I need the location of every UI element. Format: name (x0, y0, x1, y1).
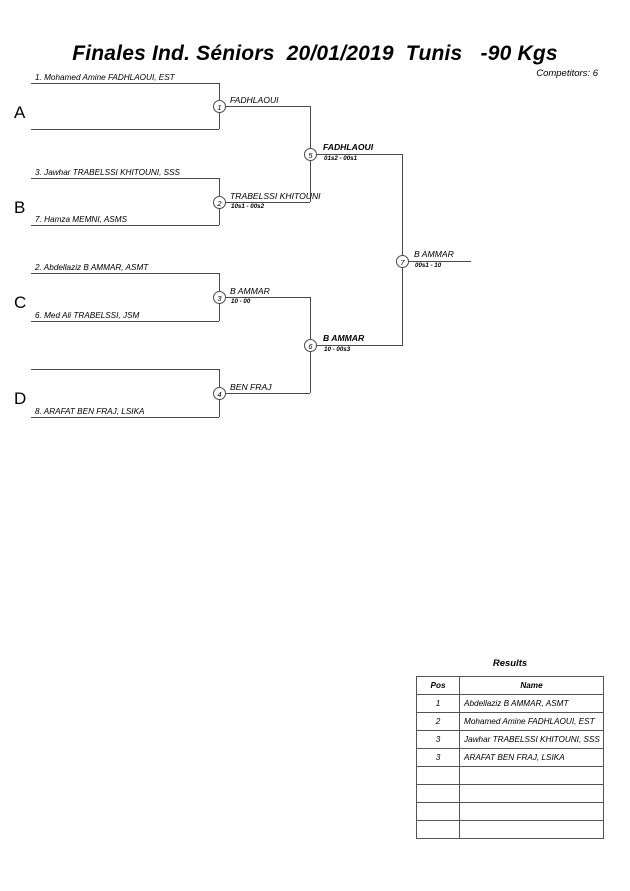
entrant-label-8: 8. ARAFAT BEN FRAJ, LSIKA (35, 407, 145, 416)
result-pos: 3 (416, 748, 460, 767)
table-row: 1 Abdellaziz B AMMAR, ASMT (416, 694, 604, 713)
winner-line-m4 (225, 393, 310, 394)
match-node-5[interactable]: 5 (304, 148, 317, 161)
group-letter-b: B (14, 198, 26, 217)
entrant-label-4: 7. Hamza MEMNI, ASMS (35, 215, 128, 224)
match-winner-2: TRABELSSI KHITOUNI (230, 191, 321, 201)
match-winner-3: B AMMAR (230, 286, 270, 296)
match-score-2: 10s1 - 00s2 (231, 203, 265, 210)
results-col-name: Name (459, 676, 604, 695)
entrant-label-5: 2. Abdellaziz B AMMAR, ASMT (35, 263, 149, 272)
entry-line-4 (31, 225, 219, 226)
table-row (416, 820, 604, 839)
entry-line-3 (31, 178, 219, 179)
entry-line-5 (31, 273, 219, 274)
match-winner-5: FADHLAOUI (323, 142, 374, 152)
match-score-5: 01s2 - 00s1 (324, 155, 358, 162)
group-letter-d: D (14, 389, 27, 408)
result-name (459, 802, 604, 821)
result-pos: 3 (416, 730, 460, 749)
entrant-label-3: 3. Jawhar TRABELSSI KHITOUNI, SSS (35, 168, 180, 177)
winner-line-m3 (225, 297, 310, 298)
winner-line-m5 (315, 154, 403, 155)
winner-line-m7 (408, 261, 471, 262)
match-winner-4: BEN FRAJ (230, 382, 272, 392)
page-title: Finales Ind. Séniors 20/01/2019 Tunis -9… (72, 42, 558, 65)
result-name (459, 820, 604, 839)
result-pos (416, 802, 460, 821)
table-row (416, 766, 604, 785)
match-node-6[interactable]: 6 (304, 339, 317, 352)
result-pos: 2 (416, 712, 460, 731)
table-row: 3 Jawhar TRABELSSI KHITOUNI, SSS (416, 730, 604, 749)
results-header-row: Pos Name (416, 676, 604, 695)
match-score-7: 00s1 - 10 (415, 262, 442, 269)
match-winner-6: B AMMAR (323, 333, 365, 343)
result-pos (416, 784, 460, 803)
entry-line-8 (31, 417, 219, 418)
entrant-label-6: 6. Med Ali TRABELSSI, JSM (35, 311, 140, 320)
entry-line-2 (31, 129, 219, 130)
result-name (459, 766, 604, 785)
result-name: Abdellaziz B AMMAR, ASMT (459, 694, 604, 713)
competitors-count: Competitors: 6 (536, 68, 598, 79)
group-letter-a: A (14, 103, 26, 122)
entry-line-1 (31, 83, 219, 84)
match-node-7[interactable]: 7 (396, 255, 409, 268)
winner-line-m2 (225, 202, 310, 203)
result-pos (416, 820, 460, 839)
match-node-3[interactable]: 3 (213, 291, 226, 304)
table-row: 2 Mohamed Amine FADHLAOUI, EST (416, 712, 604, 731)
entry-line-6 (31, 321, 219, 322)
result-name: Mohamed Amine FADHLAOUI, EST (459, 712, 604, 731)
match-node-2[interactable]: 2 (213, 196, 226, 209)
entrant-label-1: 1. Mohamed Amine FADHLAOUI, EST (35, 73, 175, 82)
match-winner-7: B AMMAR (414, 249, 454, 259)
table-row (416, 784, 604, 803)
result-pos: 1 (416, 694, 460, 713)
results-col-pos: Pos (416, 676, 460, 695)
winner-line-m1 (225, 106, 310, 107)
final-join (402, 154, 403, 345)
results-title: Results (492, 658, 528, 669)
results-table: Pos Name 1 Abdellaziz B AMMAR, ASMT 2 Mo… (416, 676, 604, 839)
match-score-3: 10 - 00 (231, 298, 251, 305)
entry-line-7 (31, 369, 219, 370)
result-name (459, 784, 604, 803)
match-node-4[interactable]: 4 (213, 387, 226, 400)
result-pos (416, 766, 460, 785)
table-row: 3 ARAFAT BEN FRAJ, LSIKA (416, 748, 604, 767)
result-name: Jawhar TRABELSSI KHITOUNI, SSS (459, 730, 604, 749)
match-node-1[interactable]: 1 (213, 100, 226, 113)
result-name: ARAFAT BEN FRAJ, LSIKA (459, 748, 604, 767)
group-letter-c: C (14, 293, 27, 312)
winner-line-m6 (315, 345, 403, 346)
match-winner-1: FADHLAOUI (230, 95, 279, 105)
match-score-6: 10 - 00s3 (324, 346, 351, 353)
table-row (416, 802, 604, 821)
